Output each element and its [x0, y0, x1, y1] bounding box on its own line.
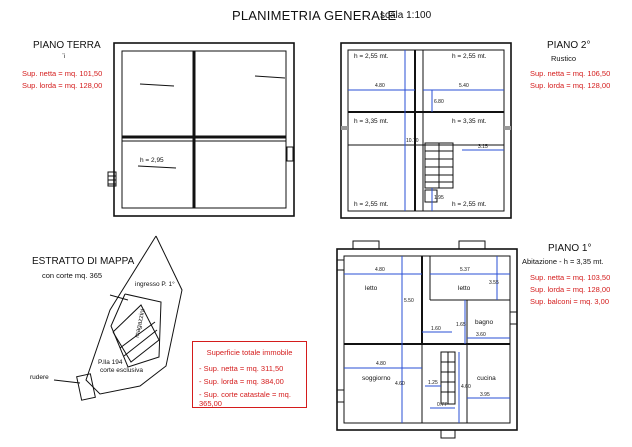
piano-2-heading: PIANO 2° [547, 40, 591, 51]
dim-p2-v2: 10.70 [406, 138, 419, 144]
p2-h4: h = 3,35 mt. [452, 118, 487, 125]
dim-p1-v2: 3.55 [489, 280, 499, 286]
dim-p1-b: 1.65 [456, 322, 466, 328]
dim-p1-f: 1.25 [428, 380, 438, 386]
dim-p1-e: 4.60 [395, 381, 405, 387]
estratto-sub: con corte mq. 365 [42, 271, 103, 280]
map-ingresso: ingresso P. 1° [135, 280, 175, 288]
p1-room-cucina: cucina [477, 375, 496, 382]
dim-p2-w2: 5.40 [459, 83, 469, 89]
dim-p1-w2: 5.37 [460, 267, 470, 273]
piano-2-plan [340, 42, 512, 219]
p2-h2: h = 2,55 mt. [452, 53, 487, 60]
p1-room-soggiorno: soggiorno [362, 375, 391, 382]
dim-p2-v1: 6.80 [434, 99, 444, 105]
dim-p1-a: 1.60 [431, 326, 441, 332]
piano-terra-sup-lorda: Sup. lorda = mq. 128,00 [22, 81, 103, 90]
dim-p1-d: 4.80 [376, 361, 386, 367]
p1-room-letto1: letto [365, 285, 378, 292]
estratto-heading: ESTRATTO DI MAPPA [32, 256, 135, 267]
totale-box: Superficie totale immobile - Sup. netta … [192, 341, 307, 408]
piano-1-sup-balconi: Sup. balconi = mq. 3,00 [530, 297, 610, 306]
map-magazzini: magazzini [134, 308, 147, 338]
piano-terra-mark: ¨i [62, 54, 66, 60]
scale-label: scala 1:100 [380, 10, 432, 21]
piano-1-sup-lorda: Sup. lorda = mq. 128,00 [530, 285, 611, 294]
piano-2-sup-netta: Sup. netta = mq. 106,50 [530, 69, 611, 78]
dim-p1-w1: 4.80 [375, 267, 385, 273]
dimension-lines [344, 50, 510, 423]
piano-terra-plan [107, 42, 295, 217]
p2-h3: h = 3,35 mt. [354, 118, 389, 125]
piano-2-sup-lorda: Sup. lorda = mq. 128,00 [530, 81, 611, 90]
page-title: PLANIMETRIA GENERALE [232, 8, 397, 23]
piano-terra-sup-netta: Sup. netta = mq. 101,50 [22, 69, 103, 78]
dim-p1-i: 3.95 [480, 392, 490, 398]
dim-p1-c: 3.60 [476, 332, 486, 338]
dim-p2-v3: 1.95 [434, 195, 444, 201]
dim-p1-h: 0.77 [437, 402, 447, 408]
pt-h-label: h = 2,95 [140, 157, 164, 164]
p2-h5: h = 2,55 mt. [354, 201, 389, 208]
piano-terra-heading: PIANO TERRA [33, 40, 101, 51]
p2-h6: h = 2,55 mt. [452, 201, 487, 208]
totale-heading: Superficie totale immobile [206, 348, 293, 357]
totale-catastale: - Sup. corte catastale = mq. 365,00 [199, 390, 291, 408]
totale-netta: - Sup. netta = mq. 311,50 [199, 364, 284, 373]
dim-p2-w1: 4.80 [375, 83, 385, 89]
piano-1-sup-netta: Sup. netta = mq. 103,50 [530, 273, 611, 282]
map-rudere: rudere [30, 374, 49, 381]
dim-p1-g: 4.60 [461, 384, 471, 390]
map-plla: P.lla 194 [98, 359, 123, 366]
dim-p2-s: 3.15 [478, 144, 488, 150]
totale-lorda: - Sup. lorda = mq. 384,00 [199, 377, 284, 386]
piano-1-plan [336, 240, 518, 439]
piano-2-sub: Rustico [551, 54, 577, 63]
map-extract [53, 235, 183, 401]
dim-p1-v1: 5.50 [404, 298, 414, 304]
piano-1-sub: Abitazione - h = 3,35 mt. [522, 257, 604, 266]
p2-h1: h = 2,55 mt. [354, 53, 389, 60]
p1-room-letto2: letto [458, 285, 471, 292]
map-corte: corte esclusiva [100, 367, 143, 374]
p1-room-bagno: bagno [475, 319, 493, 326]
piano-1-heading: PIANO 1° [548, 243, 592, 254]
